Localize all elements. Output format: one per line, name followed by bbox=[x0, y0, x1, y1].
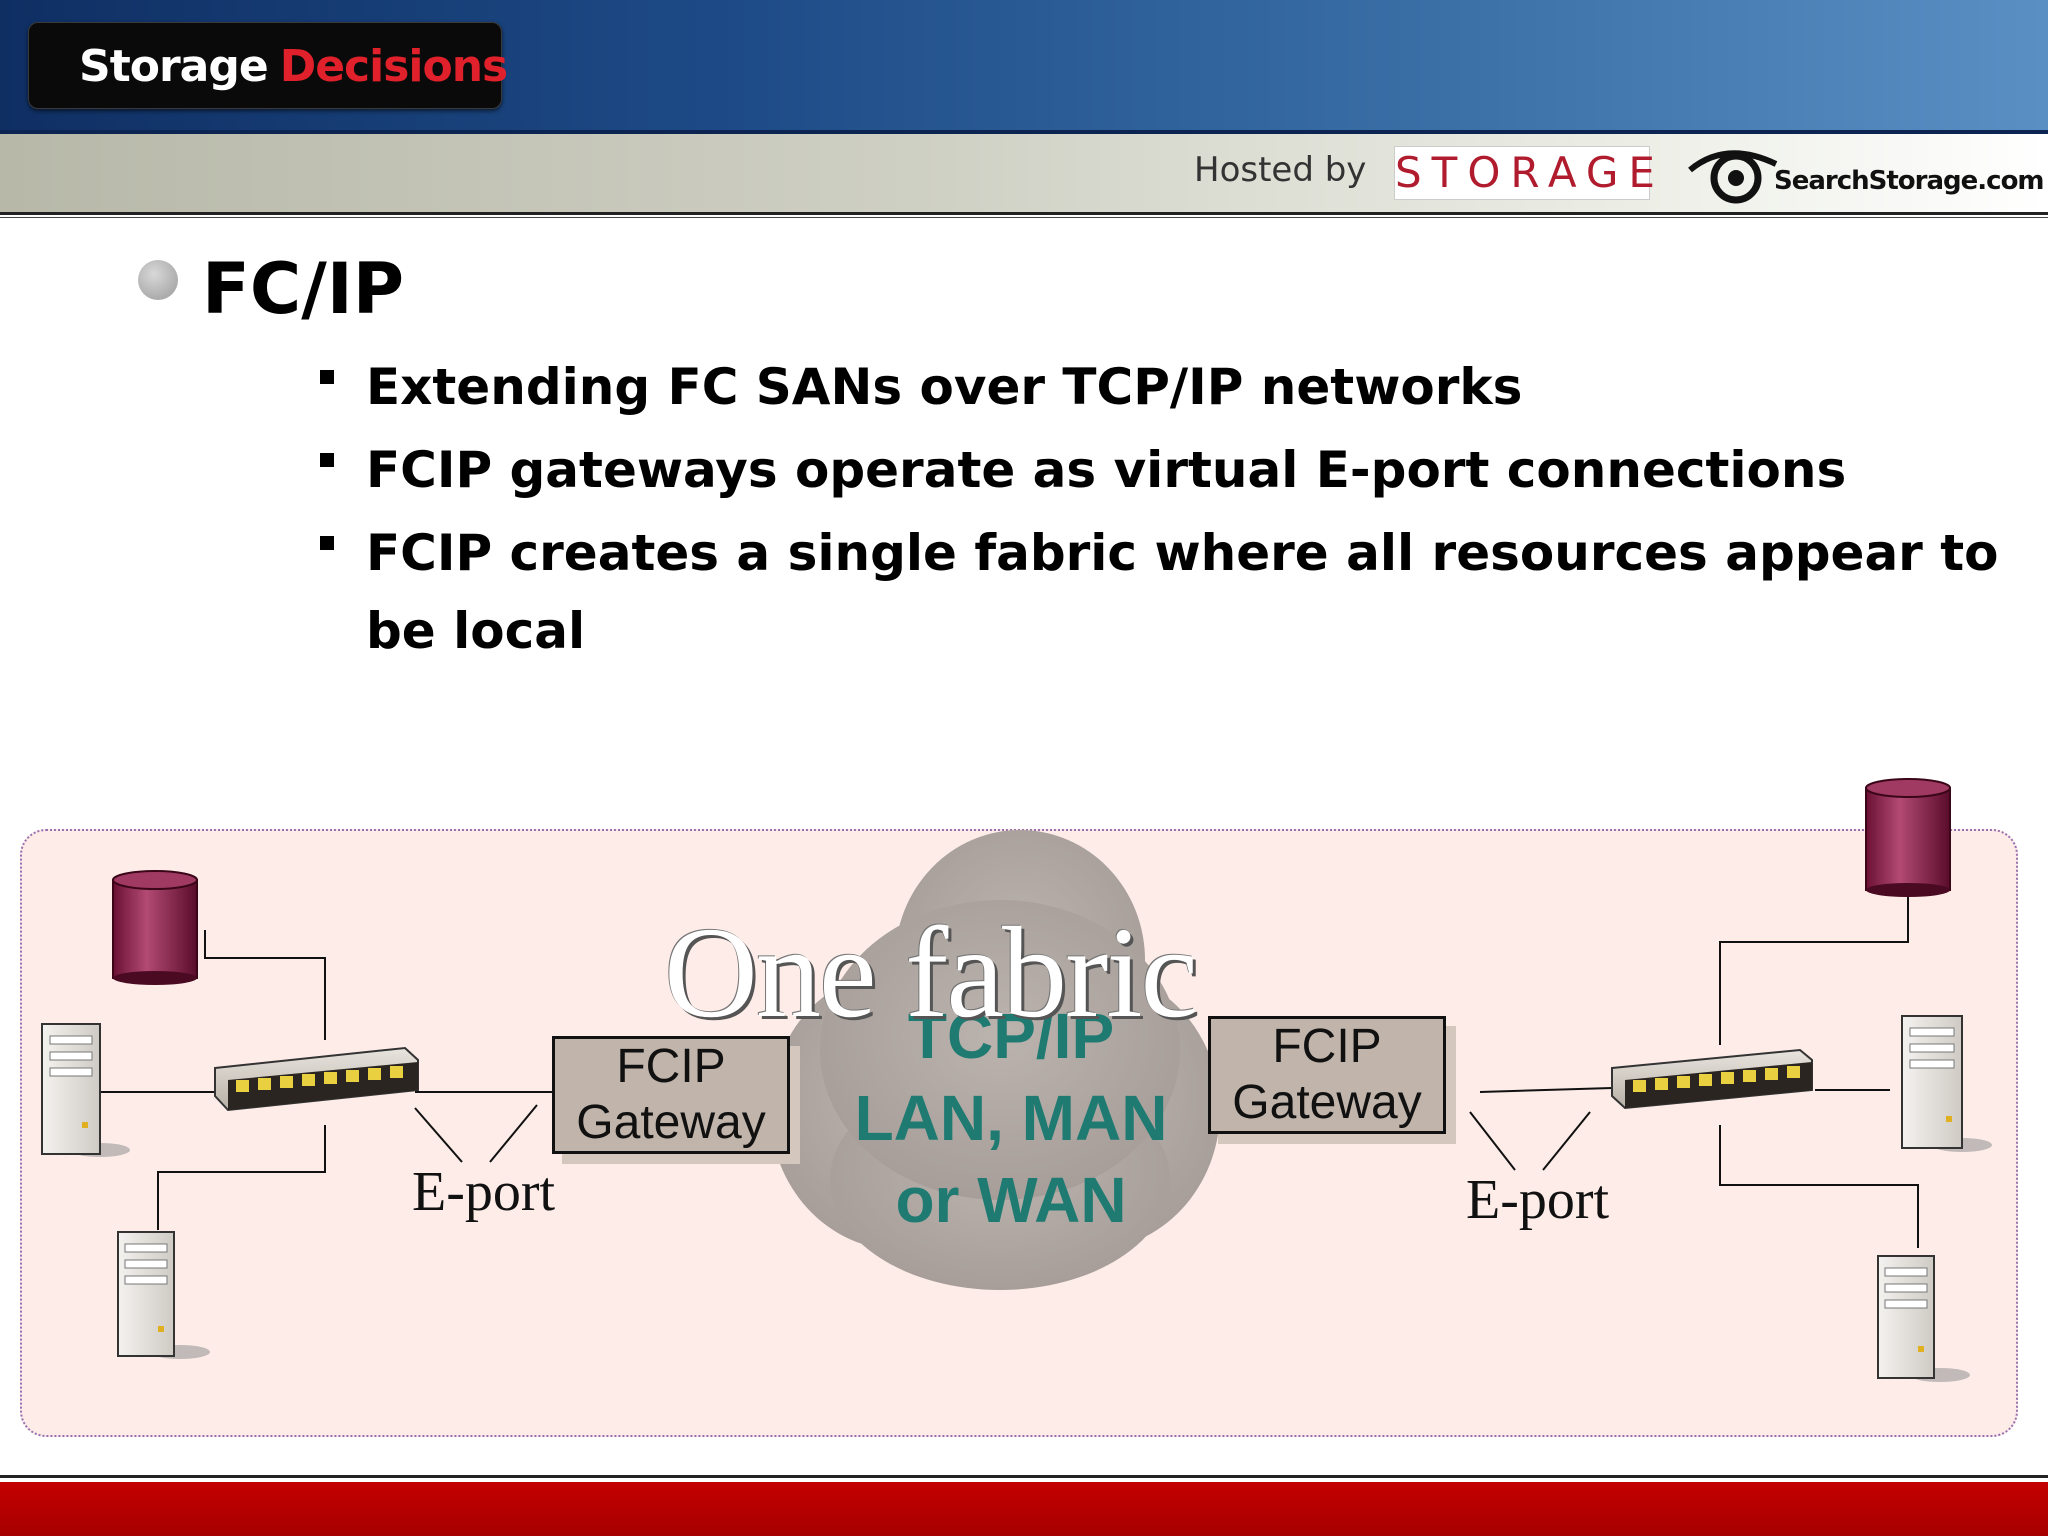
right-eport-label: E-port bbox=[1466, 1169, 1610, 1231]
hosted-band-divider-thin bbox=[0, 217, 2048, 218]
square-bullet-icon bbox=[320, 536, 334, 550]
header-divider bbox=[0, 130, 2048, 134]
bullet-dot-icon bbox=[138, 260, 178, 300]
searchstorage-eye-icon bbox=[1688, 150, 1778, 204]
left-gateway-label: FCIP Gateway bbox=[576, 1040, 766, 1149]
hosted-by-label: Hosted by bbox=[1194, 150, 1367, 190]
left-storage-icon bbox=[112, 870, 198, 985]
square-bullet-icon bbox=[320, 370, 334, 384]
left-connection-lines bbox=[100, 930, 552, 1230]
square-bullet-icon bbox=[320, 453, 334, 467]
right-server-icon-upper bbox=[1901, 1015, 1992, 1152]
logo-word-decisions: Decisions bbox=[279, 41, 509, 92]
right-storage-icon bbox=[1865, 778, 1951, 897]
bullet-item: FCIP creates a single fabric where all r… bbox=[318, 514, 2018, 670]
bullet-item: FCIP gateways operate as virtual E-port … bbox=[318, 431, 2018, 509]
storage-magazine-logo: STORAGE bbox=[1394, 146, 1655, 200]
bullet-text: Extending FC SANs over TCP/IP networks bbox=[366, 358, 1523, 416]
hosted-band bbox=[0, 134, 2048, 212]
cloud-label: TCP/IP LAN, MAN or WAN bbox=[836, 995, 1186, 1241]
right-gateway-label: FCIP Gateway bbox=[1232, 1020, 1422, 1129]
right-server-icon-lower bbox=[1877, 1255, 1970, 1382]
cloud-label-line1: TCP/IP bbox=[907, 1000, 1115, 1072]
one-fabric-overlay-text: One fabric bbox=[664, 901, 1198, 1045]
left-server-icon-lower bbox=[117, 1231, 210, 1359]
hosted-band-divider bbox=[0, 212, 2048, 215]
right-fc-switch-icon bbox=[1611, 1048, 1813, 1110]
footer-divider bbox=[0, 1475, 2048, 1478]
bullet-item: Extending FC SANs over TCP/IP networks bbox=[318, 348, 2018, 426]
slide-title: FC/IP bbox=[202, 248, 405, 330]
left-eport-label: E-port bbox=[412, 1161, 556, 1223]
cloud-label-line3: or WAN bbox=[895, 1164, 1127, 1236]
left-server-icon-upper bbox=[41, 1023, 130, 1157]
network-cloud-icon bbox=[770, 830, 1220, 1290]
left-fcip-gateway: FCIP Gateway bbox=[552, 1036, 790, 1154]
bullet-list: Extending FC SANs over TCP/IP networks F… bbox=[318, 348, 2018, 675]
right-connection-lines bbox=[1469, 895, 1919, 1248]
cloud-label-line2: LAN, MAN bbox=[854, 1082, 1168, 1154]
searchstorage-logo-text: SearchStorage.com bbox=[1774, 166, 2045, 196]
left-fc-switch-icon bbox=[214, 1046, 419, 1112]
right-fcip-gateway: FCIP Gateway bbox=[1208, 1016, 1446, 1134]
footer-band bbox=[0, 1482, 2048, 1536]
bullet-text: FCIP gateways operate as virtual E-port … bbox=[366, 441, 1847, 499]
bullet-text: FCIP creates a single fabric where all r… bbox=[366, 524, 1999, 660]
logo-word-storage: Storage bbox=[79, 41, 269, 92]
